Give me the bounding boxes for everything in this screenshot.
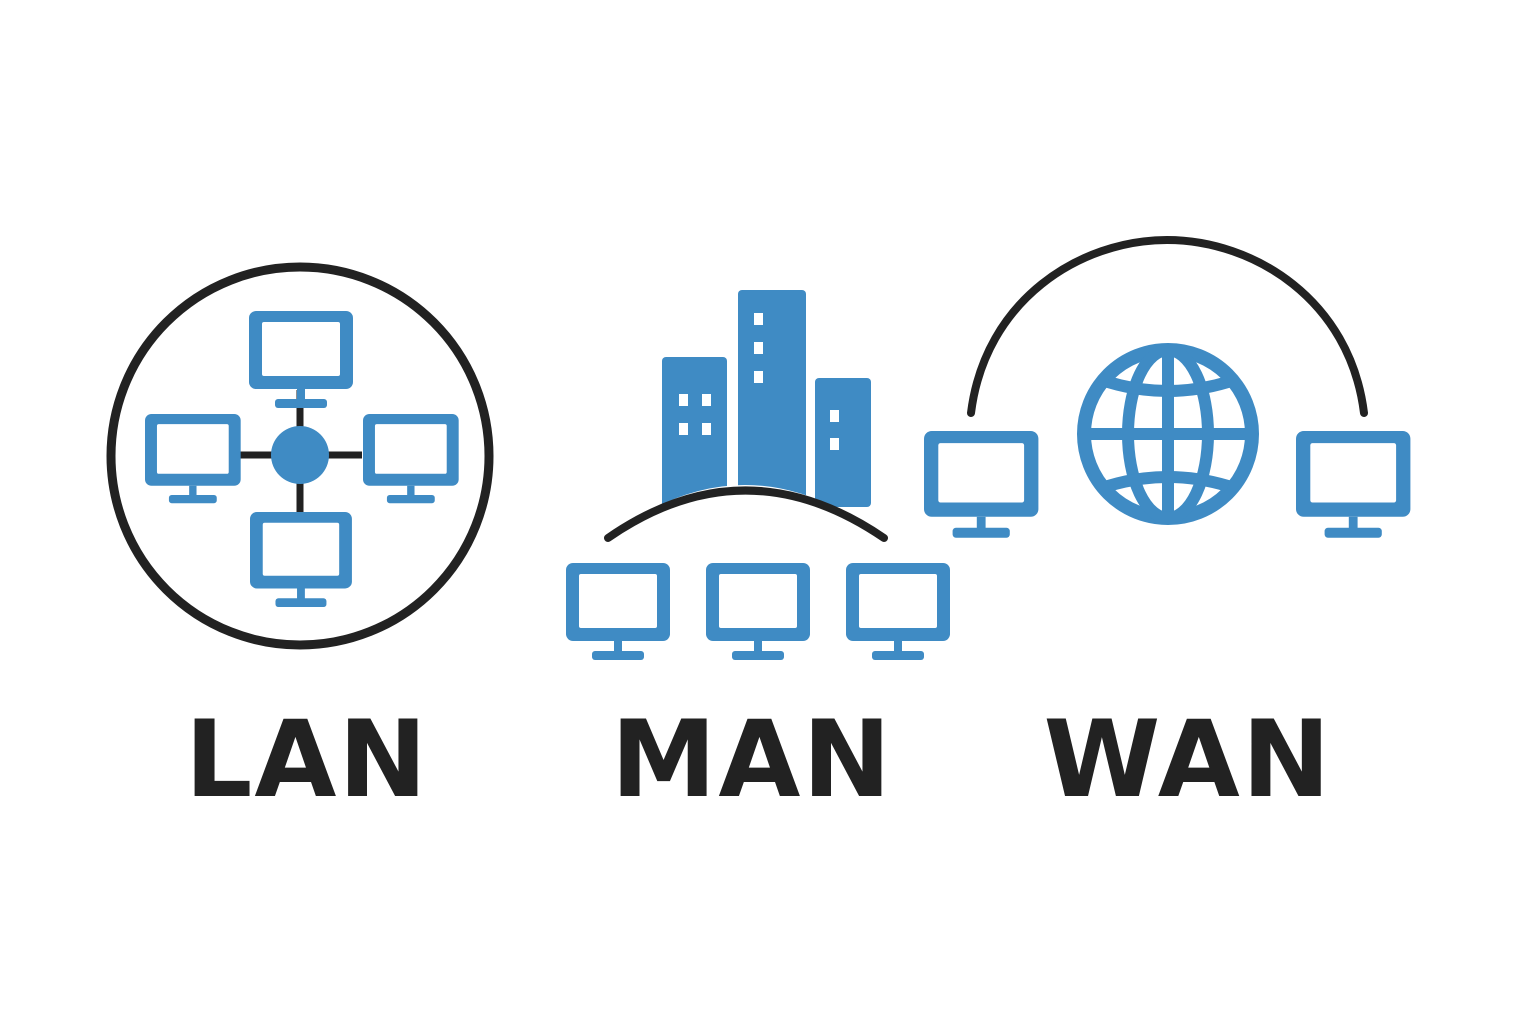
wan-label: WAN — [1043, 698, 1333, 821]
monitor-icon — [566, 563, 670, 660]
monitor-icon — [250, 512, 352, 608]
wan-arc — [967, 235, 1368, 417]
monitor-icon — [249, 311, 353, 408]
man-group — [566, 290, 950, 660]
wan-group — [924, 235, 1411, 538]
lan-group — [106, 262, 494, 650]
lan-hub-icon — [271, 426, 329, 484]
globe-icon — [1077, 343, 1259, 525]
monitor-icon — [706, 563, 810, 660]
monitor-icon — [846, 563, 950, 660]
monitor-icon — [145, 414, 241, 504]
monitor-icon — [924, 431, 1039, 538]
monitor-icon — [1296, 431, 1411, 538]
man-label: MAN — [610, 698, 894, 821]
lan-boundary-circle — [106, 262, 494, 650]
monitor-icon — [363, 414, 459, 504]
city-buildings-icon — [662, 290, 871, 507]
man-arc — [604, 486, 888, 542]
lan-label: LAN — [184, 698, 430, 821]
